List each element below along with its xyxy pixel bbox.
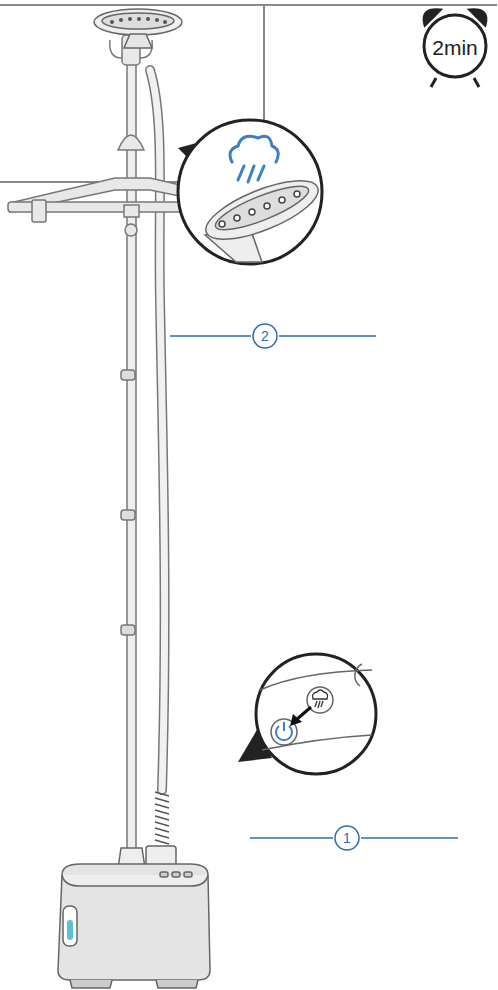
callout-number: 2	[261, 329, 269, 343]
timer-icon	[424, 10, 486, 87]
timer-text: 2min	[432, 37, 478, 58]
callout-number: 1	[343, 831, 351, 845]
